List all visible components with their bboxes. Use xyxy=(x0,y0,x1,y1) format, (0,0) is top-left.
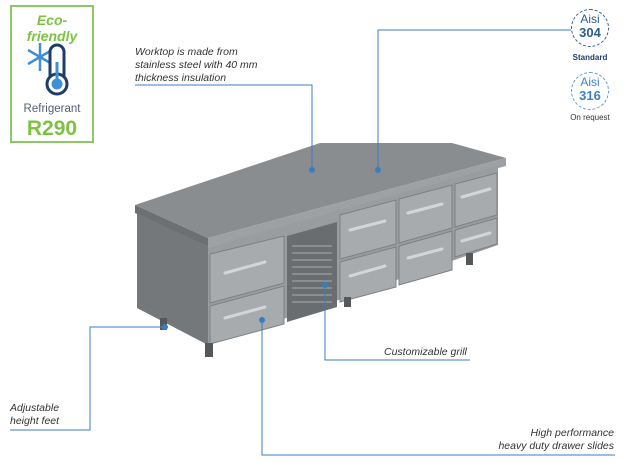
callout-lines xyxy=(10,29,615,456)
drawers xyxy=(209,172,498,345)
refrigerant-label: Refrigerant xyxy=(23,103,81,115)
annotation-line: heavy duty drawer slides xyxy=(498,440,614,452)
feet xyxy=(160,253,473,357)
eco-title: Eco-friendly xyxy=(26,12,78,44)
eco-friendly-badge: Eco-friendly Refrigerant R290 xyxy=(10,5,94,143)
snowflake-thermometer-icon xyxy=(27,43,69,96)
standard-caption: Standard xyxy=(572,53,608,62)
annotation-line: Adjustable xyxy=(10,402,60,414)
aisi-316-badge: Aisi 316 xyxy=(571,72,609,110)
worktop-annotation: Worktop is made from stainless steel wit… xyxy=(135,46,258,85)
aisi-304-badge: Aisi 304 xyxy=(571,9,609,47)
cabinet-left-side xyxy=(137,213,208,345)
badge-grade: 316 xyxy=(579,88,601,103)
worktop-top xyxy=(135,143,506,238)
badge-label: Aisi xyxy=(580,12,600,26)
badge-label: Aisi xyxy=(580,75,600,89)
slides-annotation: High performance heavy duty drawer slide… xyxy=(498,427,614,453)
callout-dots xyxy=(162,167,381,330)
annotation-line: High performance xyxy=(530,427,614,439)
annotation-line: height feet xyxy=(10,415,60,427)
annotation-line: Worktop is made from xyxy=(135,46,238,58)
grill-panel xyxy=(287,222,337,322)
refrigerant-value: R290 xyxy=(26,117,78,140)
grill-vents xyxy=(292,245,332,303)
grill-annotation: Customizable grill xyxy=(384,346,467,358)
feet-annotation: Adjustable height feet xyxy=(10,402,59,428)
worktop-left-edge xyxy=(135,205,208,247)
drawer-handles xyxy=(223,187,492,320)
annotation-line: stainless steel with 40 mm xyxy=(135,59,258,71)
badge-grade: 304 xyxy=(579,25,601,40)
on-request-caption: On request xyxy=(570,113,610,122)
worktop-front-edge xyxy=(208,158,506,247)
annotation-line: thickness insulation xyxy=(135,72,227,84)
